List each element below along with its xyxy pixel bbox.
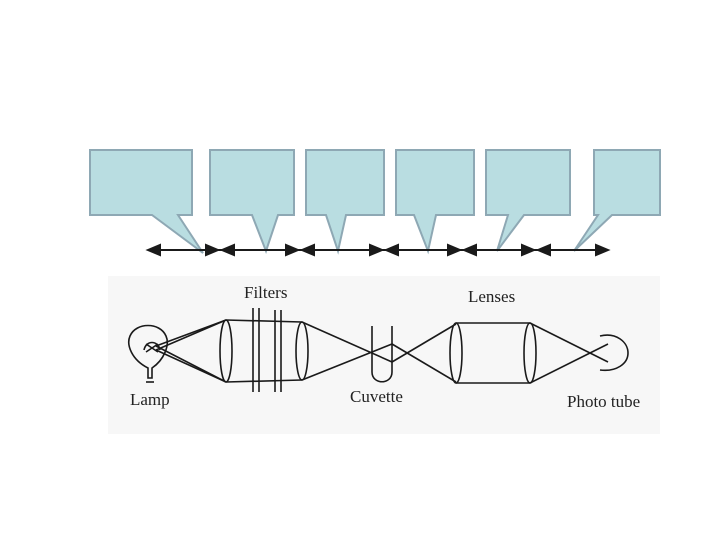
label-lamp: Lamp xyxy=(130,390,170,409)
photo-tube-shape xyxy=(599,334,629,372)
callout-box-5 xyxy=(485,149,571,252)
component-labels: Filters Lenses Lamp Cuvette Photo tube xyxy=(130,283,640,411)
lamp-bulb xyxy=(128,324,168,379)
dimension-arrows xyxy=(145,243,611,257)
label-cuvette: Cuvette xyxy=(350,387,403,406)
callout-box-2 xyxy=(209,149,295,254)
label-photo-tube: Photo tube xyxy=(567,392,640,411)
lens xyxy=(219,319,233,383)
ray xyxy=(155,319,227,351)
callout-boxes xyxy=(89,149,661,255)
ray xyxy=(155,345,227,383)
callout-box-4 xyxy=(395,149,475,255)
callout-box-6 xyxy=(573,149,661,252)
cuvette-shape xyxy=(371,326,393,383)
label-lenses: Lenses xyxy=(468,287,515,306)
callout-box-1 xyxy=(89,149,204,254)
callout-box-3 xyxy=(305,149,385,255)
label-filters: Filters xyxy=(244,283,287,302)
optical-schematic xyxy=(128,308,629,392)
schematic-panel xyxy=(108,276,660,434)
